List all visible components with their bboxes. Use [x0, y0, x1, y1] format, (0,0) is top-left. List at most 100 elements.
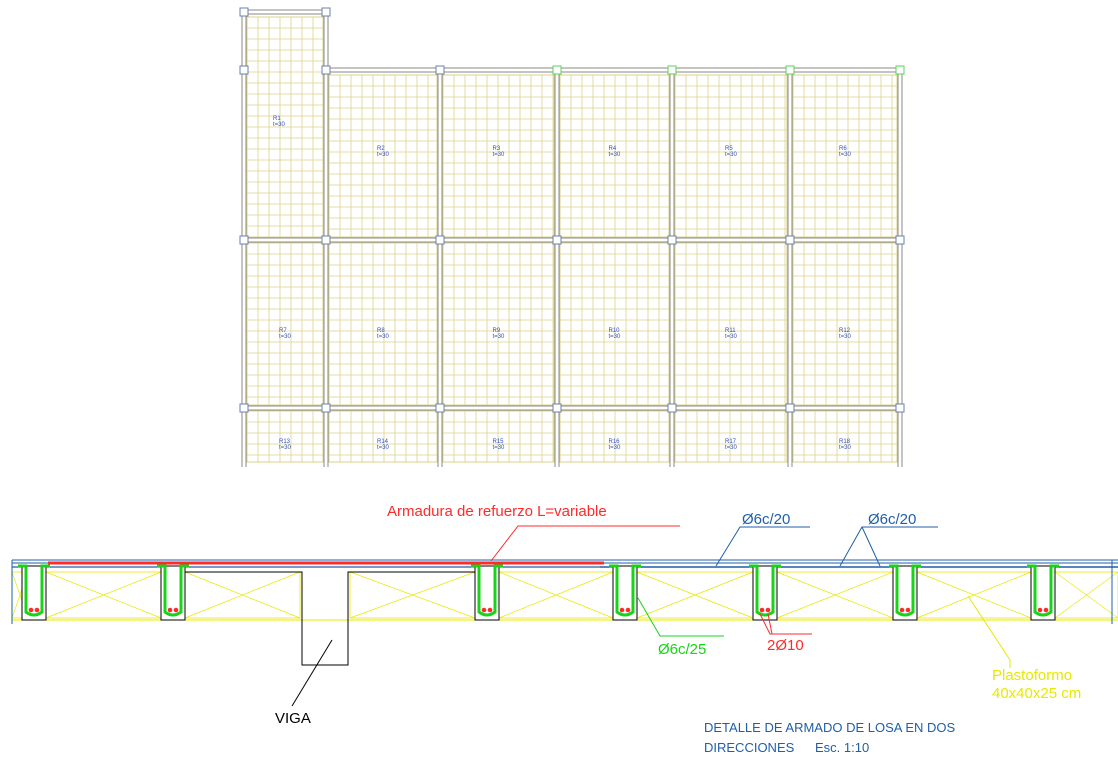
panel-label-r15: R15 [493, 439, 505, 445]
detail-title-line-2: DIRECCIONES [704, 740, 795, 755]
panel-cell [328, 74, 438, 238]
beam-label: VIGA [275, 710, 311, 727]
panel-thickness-r11: t=30 [725, 334, 738, 340]
rib-4 [609, 564, 641, 621]
block-diagonal [636, 571, 754, 619]
block-diagonal [184, 571, 301, 619]
rib-bottom-bar [759, 607, 765, 613]
rib-stirrup [471, 564, 503, 617]
rib-bottom-bar [487, 607, 493, 613]
rib-2 [157, 564, 189, 621]
panel-label-r1: R1 [273, 116, 281, 122]
panel-labels: R1t=30R2t=30R3t=30R4t=30R5t=30R6t=30R7t=… [273, 116, 852, 451]
panel-thickness-r5: t=30 [725, 152, 738, 158]
panel-cell [674, 410, 788, 463]
panel-cell [792, 410, 898, 463]
column-node [239, 235, 249, 245]
reinforcement-label: Armadura de refuerzo L=variable [387, 503, 607, 520]
panel-thickness-r16: t=30 [609, 445, 622, 451]
bottom-bar-leader [759, 613, 812, 635]
detail-title-line-1: DETALLE DE ARMADO DE LOSA EN DOS [704, 720, 955, 735]
panel-cell [328, 410, 438, 463]
block-diagonal [349, 571, 476, 619]
column-node [435, 403, 445, 413]
panel-thickness-r14: t=30 [377, 445, 390, 451]
block-diagonal [916, 571, 1032, 619]
panel-label-r11: R11 [725, 328, 736, 334]
column-node [552, 235, 562, 245]
top-bar-leader-2 [839, 526, 938, 567]
panel-cell [559, 410, 670, 463]
column-node [895, 235, 905, 245]
panel-thickness-r4: t=30 [609, 152, 622, 158]
panel-thickness-r15: t=30 [493, 445, 506, 451]
panel-label-r16: R16 [609, 439, 621, 445]
rib-stirrup [749, 564, 781, 617]
top-bar-label-1: Ø6c/20 [742, 511, 790, 528]
rib-bottom-bar [905, 607, 911, 613]
slab-plan-view: R1t=30R2t=30R3t=30R4t=30R5t=30R6t=30R7t=… [239, 7, 905, 467]
plastoformo-block [498, 571, 614, 619]
reinforcement-leader [490, 525, 680, 562]
panel-label-r3: R3 [493, 146, 501, 152]
rib-outline [21, 565, 47, 621]
panel-thickness-r12: t=30 [839, 334, 852, 340]
beam-lines [239, 7, 905, 467]
top-bar-leader-1 [715, 526, 810, 567]
block-diagonal [184, 571, 301, 619]
column-node [895, 65, 905, 75]
panel-label-r17: R17 [725, 439, 737, 445]
plastoformo-block [11, 571, 29, 619]
rib-outline [474, 565, 500, 621]
panel-thickness-r10: t=30 [609, 334, 622, 340]
beam-leader [291, 639, 333, 707]
column-node [552, 403, 562, 413]
rib-bottom-bar [765, 607, 771, 613]
block-diagonal [11, 571, 29, 619]
column-node [785, 403, 795, 413]
column-node [667, 403, 677, 413]
panel-label-r6: R6 [839, 146, 847, 152]
panel-thickness-r3: t=30 [493, 152, 506, 158]
rib-outline [752, 565, 778, 621]
column-node [321, 65, 331, 75]
panel-thickness-r7: t=30 [279, 334, 292, 340]
block-diagonal [1054, 571, 1118, 619]
plastoformo-block [45, 571, 162, 619]
panel-label-r7: R7 [279, 328, 287, 334]
block-diagonal [776, 571, 894, 619]
rib-bottom-bar [481, 607, 487, 613]
column-node [239, 403, 249, 413]
top-bar-leader-2b [861, 526, 881, 567]
rib-bottom-bar [899, 607, 905, 613]
block-diagonal [45, 571, 162, 619]
panel-label-r2: R2 [377, 146, 385, 152]
section-geometry [11, 525, 1118, 707]
rib-bottom-bar [167, 607, 173, 613]
rib-stirrup [18, 564, 50, 617]
plastoformo-block [916, 571, 1032, 619]
column-node [785, 235, 795, 245]
panel-cell [442, 410, 555, 463]
panel-label-r14: R14 [377, 439, 389, 445]
detail-scale: Esc. 1:10 [815, 740, 869, 755]
column-node [321, 7, 331, 17]
panel-cell [442, 74, 555, 238]
rib-stirrup [609, 564, 641, 617]
panel-thickness-r9: t=30 [493, 334, 506, 340]
panel-label-r12: R12 [839, 328, 851, 334]
column-node [239, 7, 249, 17]
block-diagonal [636, 571, 754, 619]
filler-label-1: Plastoformo [992, 667, 1072, 684]
plastoformo-block [349, 571, 476, 619]
panel-cell [246, 410, 324, 463]
block-diagonal [498, 571, 614, 619]
rib-stirrup [889, 564, 921, 617]
rib-bottom-bar [28, 607, 34, 613]
beam-outline [184, 571, 476, 666]
block-diagonal [916, 571, 1032, 619]
column-node [321, 403, 331, 413]
rib-5 [749, 564, 781, 621]
panel-label-r10: R10 [609, 328, 621, 334]
